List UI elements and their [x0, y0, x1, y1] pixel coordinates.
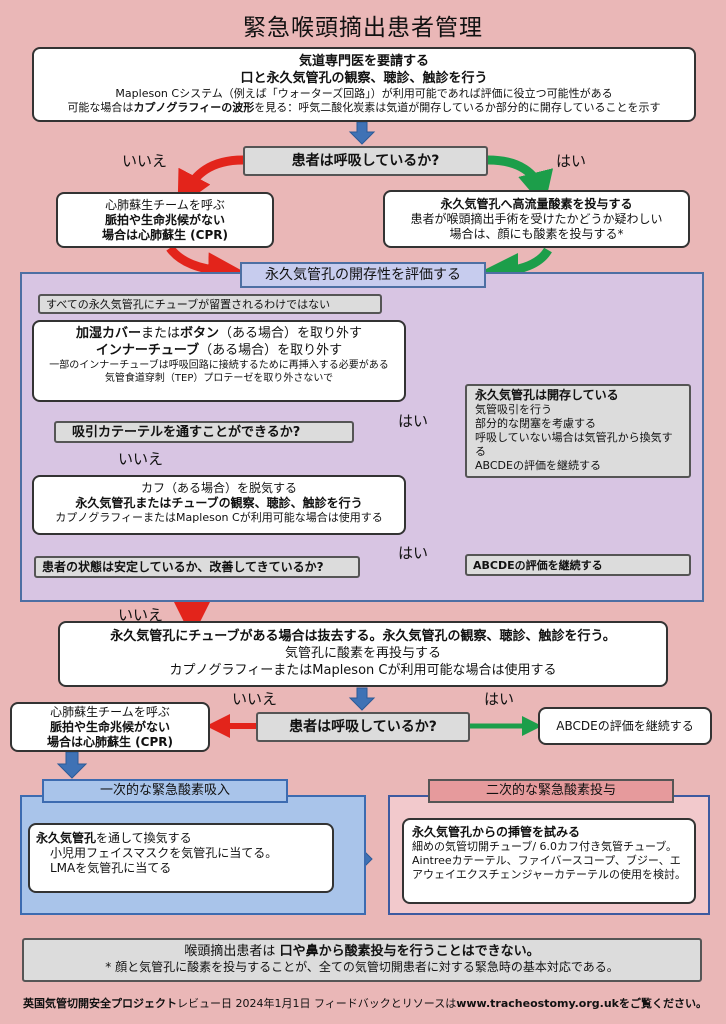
- reinsert-note: 一部のインナーチューブは呼吸回路に接続するために再挿入する必要がある: [49, 360, 389, 371]
- intubate-stoma-text: 永久気管孔からの挿管を試みる: [412, 825, 581, 839]
- right1-doubt: 患者が喉頭摘出手術を受けたかどうか疑わしい: [410, 212, 663, 226]
- review-date-text: レビュー日 2024年1月1日 フィードバックとリソースは: [176, 997, 457, 1010]
- lma-text: LMAを気管孔に当てる: [50, 861, 172, 875]
- patent-item: 気管吸引を行う: [475, 403, 552, 416]
- mapleson-text: Mapleson Cシステム（例えば「ウォーターズ回路」）が利用可能であれば評価…: [115, 87, 613, 100]
- arrow-q1-no: [177, 155, 244, 208]
- face-and-stoma-note: * 顔と気管孔に酸素を投与することが、全ての気管切開患者に対する緊急時の基本対応…: [105, 960, 619, 974]
- footer-note-box: 喉頭摘出患者は 口や鼻から酸素投与を行うことはできない。 * 顔と気管孔に酸素を…: [22, 938, 702, 982]
- button-bold: ボタン: [180, 326, 220, 341]
- intubation-options-text: 細めの気管切開チューブ/ 6.0カフ付き気管チューブ。 Aintreeカテーテル…: [412, 840, 687, 881]
- patent-box: 永久気管孔は開存している 気管吸引を行う 部分的な閉塞を考慮する 呼吸していない…: [465, 384, 691, 478]
- arrow-top-to-q1: [348, 121, 376, 145]
- q4-yes-label: はい: [484, 690, 515, 708]
- ventilate-stoma-text: 永久気管孔を通して換気する: [36, 831, 326, 846]
- patent-item: 呼吸していない場合は気管孔から換気する: [475, 431, 673, 458]
- q4-breathing-question: 患者は呼吸しているか?: [256, 712, 470, 742]
- capno-prefix: 可能な場合は: [67, 101, 134, 114]
- ventilate-suffix: を通して換気する: [96, 831, 192, 845]
- q4-no-label: いいえ: [232, 690, 278, 708]
- tep-note: 気管食道穿刺（TEP）プロテーゼを取り外さないで: [104, 373, 334, 384]
- remove-tube-box: 永久気管孔にチューブがある場合は抜去する。永久気管孔の観察、聴診、触診を行う。 …: [58, 621, 668, 687]
- left2-call-team: 心肺蘇生チームを呼ぶ: [50, 705, 170, 719]
- pediatric-mask-text: 小児用フェイスマスクを気管孔に当てる。: [50, 846, 278, 860]
- left2-no-pulse: 脈拍や生命兆候がない: [49, 720, 170, 734]
- right1-oxygen-box: 永久気管孔へ高流量酸素を投与する 患者が喉頭摘出手術を受けたかどうか疑わしい 場…: [383, 190, 690, 248]
- q1-breathing-question: 患者は呼吸しているか?: [243, 146, 488, 176]
- assess-mouth-stoma-text: 口と永久気管孔の観察、聴診、触診を行う: [240, 71, 488, 86]
- capno-mid-text: カプノグラフィーまたはMapleson Cが利用可能な場合は使用する: [169, 663, 557, 678]
- call-specialist-text: 気道専門医を要請する: [298, 54, 429, 69]
- stoma-bold: 永久気管孔: [36, 831, 97, 845]
- left1-cpr: 場合は心肺蘇生 (CPR): [102, 228, 228, 242]
- arrow-mid-to-q4: [348, 687, 376, 711]
- not-all-tubes-note: すべての永久気管孔にチューブが留置されるわけではない: [38, 294, 382, 314]
- inner-tube-bold: インナーチューブ: [95, 343, 200, 358]
- remove-cover-text: 加湿カバーまたはボタン（ある場合）を取り外す: [34, 325, 404, 342]
- patency-header: 永久気管孔の開存性を評価する: [240, 262, 486, 288]
- left1-no-pulse: 脈拍や生命兆候がない: [104, 213, 225, 227]
- inner-tube-remove: （ある場合）を取り外す: [199, 343, 343, 358]
- q3-no-label: いいえ: [118, 606, 164, 624]
- no-oral-oxygen-bold: 口や鼻から酸素投与を行うことはできない。: [279, 944, 540, 959]
- abcde-continue-box-2: ABCDEの評価を継続する: [538, 707, 712, 745]
- primary-oxygen-header: 一次的な緊急酸素吸入: [42, 779, 288, 803]
- secondary-oxygen-box: 永久気管孔からの挿管を試みる 細めの気管切開チューブ/ 6.0カフ付き気管チュー…: [402, 818, 696, 904]
- q1-yes-label: はい: [556, 152, 587, 170]
- q3-stable-question: 患者の状態は安定しているか、改善してきているか?: [34, 556, 360, 578]
- left1-cpr-box: 心肺蘇生チームを呼ぶ 脈拍や生命兆候がない 場合は心肺蘇生 (CPR): [56, 192, 274, 248]
- left2-cpr: 場合は心肺蘇生 (CPR): [47, 735, 173, 749]
- q2-no-label: いいえ: [118, 450, 164, 468]
- assess-tube-text: 永久気管孔またはチューブの観察、聴診、触診を行う: [75, 496, 363, 510]
- primary-oxygen-box: 永久気管孔を通して換気する 小児用フェイスマスクを気管孔に当てる。 LMAを気管…: [28, 823, 334, 893]
- capno-suffix: を見る：呼気二酸化炭素は気道が開存しているか部分的に開存していることを示す: [254, 101, 661, 114]
- abcde-continue-box-1: ABCDEの評価を継続する: [465, 554, 691, 576]
- q2-suction-question: 吸引カテーテルを通すことができるか?: [54, 421, 354, 443]
- credit-line: 英国気管切開安全プロジェクトレビュー日 2024年1月1日 フィードバックとリソ…: [10, 997, 720, 1011]
- remove-devices-box: 加湿カバーまたはボタン（ある場合）を取り外す インナーチューブ（ある場合）を取り…: [32, 320, 406, 402]
- cover-remove: （ある場合）を取り外す: [219, 326, 363, 341]
- no-oral-oxygen-text: 喉頭摘出患者は 口や鼻から酸素投与を行うことはできない。: [24, 943, 700, 960]
- reoxygenate-text: 気管孔に酸素を再投与する: [284, 646, 441, 661]
- arrow-left2-to-primary: [56, 751, 88, 779]
- left2-cpr-box: 心肺蘇生チームを呼ぶ 脈拍や生命兆候がない 場合は心肺蘇生 (CPR): [10, 702, 210, 752]
- left1-call-team: 心肺蘇生チームを呼ぶ: [105, 198, 225, 212]
- patent-item: ABCDEの評価を継続する: [475, 459, 601, 472]
- deflate-cuff-box: カフ（ある場合）を脱気する 永久気管孔またはチューブの観察、聴診、触診を行う カ…: [32, 475, 406, 535]
- right1-face: 場合は、顔にも酸素を投与する*: [449, 227, 624, 241]
- capno-use-text: カプノグラフィーまたはMapleson Cが利用可能な場合は使用する: [55, 511, 383, 524]
- cover-or: または: [140, 326, 180, 341]
- page-title: 緊急喉頭摘出患者管理: [243, 15, 483, 41]
- arrow-right1-to-panel: [482, 247, 552, 289]
- patent-item: 部分的な閉塞を考慮する: [475, 417, 596, 430]
- q2-yes-label: はい: [398, 412, 429, 430]
- website-link[interactable]: www.tracheostomy.org.uk: [456, 997, 619, 1010]
- top-instructions-box: 気道専門医を要請する 口と永久気管孔の観察、聴診、触診を行う Mapleson …: [32, 47, 696, 122]
- deflate-cuff-text: カフ（ある場合）を脱気する: [140, 481, 297, 495]
- capnography-text: 可能な場合はカプノグラフィーの波形を見る：呼気二酸化炭素は気道が開存しているか部…: [34, 101, 694, 115]
- see-text: をご覧ください。: [619, 997, 707, 1010]
- secondary-oxygen-header: 二次的な緊急酸素投与: [428, 779, 674, 803]
- q1-no-label: いいえ: [122, 152, 168, 170]
- remove-inner-tube-text: インナーチューブ（ある場合）を取り外す: [34, 342, 404, 359]
- arrow-q1-yes: [487, 155, 554, 208]
- right1-high-flow: 永久気管孔へ高流量酸素を投与する: [440, 197, 633, 211]
- remove-tube-text: 永久気管孔にチューブがある場合は抜去する。永久気管孔の観察、聴診、触診を行う。: [110, 629, 616, 644]
- q3-yes-label: はい: [398, 544, 429, 562]
- arrow-left1-to-panel: [166, 245, 244, 289]
- laryngectomy-prefix: 喉頭摘出患者は: [184, 944, 280, 959]
- project-name: 英国気管切開安全プロジェクト: [22, 997, 177, 1010]
- patent-title: 永久気管孔は開存している: [475, 388, 619, 402]
- cover-bold: 加湿カバー: [75, 326, 141, 341]
- capno-bold: カプノグラフィーの波形: [133, 101, 255, 114]
